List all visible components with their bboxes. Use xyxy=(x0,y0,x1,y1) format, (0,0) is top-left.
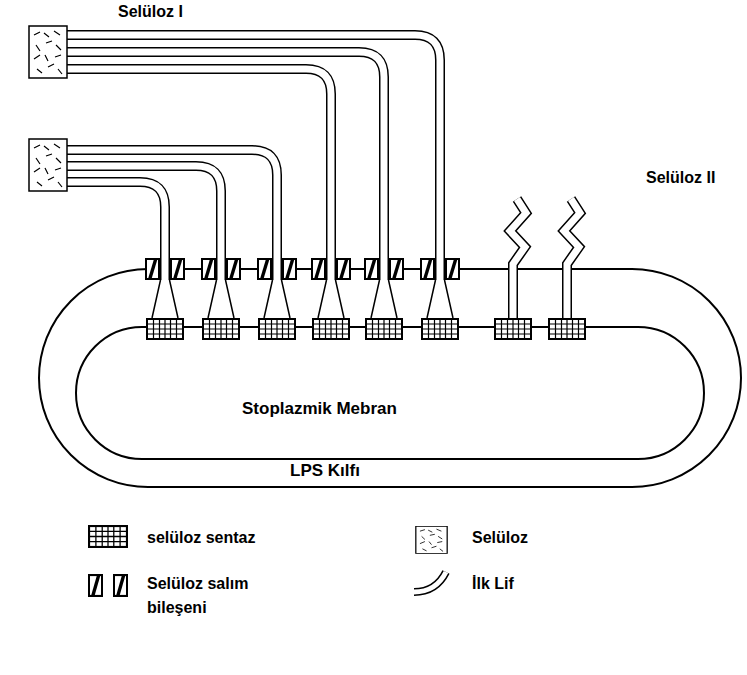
cellulose-synthase xyxy=(366,319,402,339)
cellulose-synthase xyxy=(259,319,295,339)
release-component xyxy=(421,259,459,279)
cellulose-fiber xyxy=(66,69,331,280)
release-component xyxy=(202,259,240,279)
cellulose-ii-fiber xyxy=(510,199,526,318)
cellulose-fiber xyxy=(66,166,221,280)
cellulose-block xyxy=(29,26,67,78)
cellulose-block xyxy=(29,139,67,191)
cellulose-synthase xyxy=(549,319,585,339)
cellulose-synthase xyxy=(422,319,458,339)
cellulose-fiber xyxy=(66,52,384,280)
legend-entry: İlk Lif xyxy=(472,574,514,593)
synthase-funnel xyxy=(318,280,344,318)
release-component xyxy=(146,259,184,279)
legend-synthase-sample xyxy=(89,526,127,547)
release-component xyxy=(312,259,350,279)
cellulose-fiber xyxy=(66,150,277,280)
cellulose-i-label: Selüloz I xyxy=(118,2,183,21)
cellulose-ii-fiber xyxy=(510,199,526,318)
legend-text: Selüloz salım bileşeni xyxy=(147,572,272,620)
legend-entry: selüloz sentaz xyxy=(147,528,255,547)
cytoplasmic-membrane: Stoplazmik Mebran xyxy=(75,326,705,460)
cellulose-fiber xyxy=(66,166,221,280)
synthase-funnel xyxy=(208,280,234,318)
region-label: LPS Kılfı xyxy=(290,461,360,481)
legend-entry: Selüloz xyxy=(472,528,528,547)
legend-fiber-sample xyxy=(414,572,446,592)
region-label: Stoplazmik Mebran xyxy=(242,399,397,419)
membrane-line xyxy=(76,327,704,459)
cellulose-fiber xyxy=(66,69,331,280)
legend-entry: Selüloz salım bileşeni xyxy=(147,572,272,620)
synthase-funnel xyxy=(371,280,397,318)
synthase-funnel xyxy=(152,280,178,318)
membrane-outline xyxy=(38,268,742,488)
lps-sheath: LPS Kılfı Stoplazmik Mebran xyxy=(38,268,742,488)
membrane-outline xyxy=(75,326,705,460)
cellulose-synthase xyxy=(495,319,531,339)
legend-release-sample xyxy=(89,575,127,596)
release-component xyxy=(365,259,403,279)
synthase-funnel xyxy=(427,280,453,318)
synthase-funnel xyxy=(264,280,290,318)
release-component xyxy=(258,259,296,279)
cellulose-fiber xyxy=(66,35,440,280)
cellulose-fiber xyxy=(66,35,440,280)
part-label: Selüloz II xyxy=(646,168,715,187)
cellulose-fiber xyxy=(66,150,277,280)
cellulose-synthase xyxy=(313,319,349,339)
legend-text: Selüloz xyxy=(472,528,528,547)
legend-text: İlk Lif xyxy=(472,574,514,593)
cellulose-ii-fiber xyxy=(564,199,580,318)
part-label: Selüloz I xyxy=(118,2,183,21)
legend-text: selüloz sentaz xyxy=(147,528,255,547)
cellulose-fiber xyxy=(66,52,384,280)
membrane-line xyxy=(39,269,741,487)
cellulose-ii-label: Selüloz II xyxy=(646,168,715,187)
legend-cellulose-sample xyxy=(416,527,447,554)
cellulose-synthase xyxy=(203,319,239,339)
cellulose-ii-fiber xyxy=(564,199,580,318)
legend-fiber-sample xyxy=(414,572,446,592)
cellulose-synthase xyxy=(147,319,183,339)
